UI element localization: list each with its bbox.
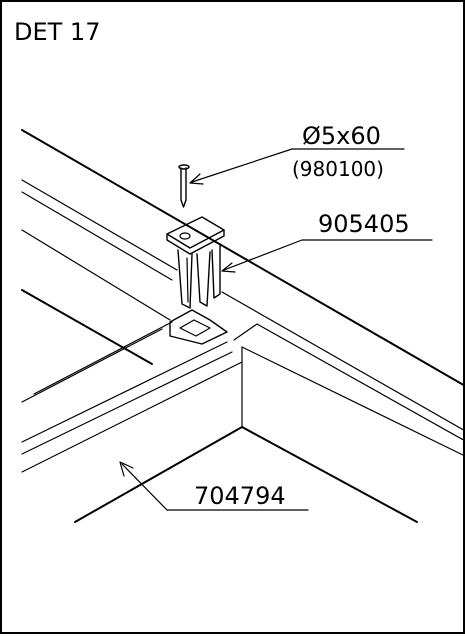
front-profile — [21, 321, 465, 523]
upper-rail — [21, 129, 465, 432]
connector-part — [166, 216, 228, 345]
leader-screw — [189, 148, 405, 185]
connector-code-label: 905405 — [318, 210, 410, 238]
screw-size-label: Ø5x60 — [302, 122, 381, 150]
left-rail — [21, 289, 153, 365]
leader-profile — [119, 461, 309, 511]
screw-part — [178, 164, 190, 208]
detail-title: DET 17 — [14, 18, 100, 46]
leader-connector — [221, 239, 433, 273]
profile-code-label: 704794 — [194, 482, 286, 510]
screw-code-label: (980100) — [292, 157, 384, 181]
